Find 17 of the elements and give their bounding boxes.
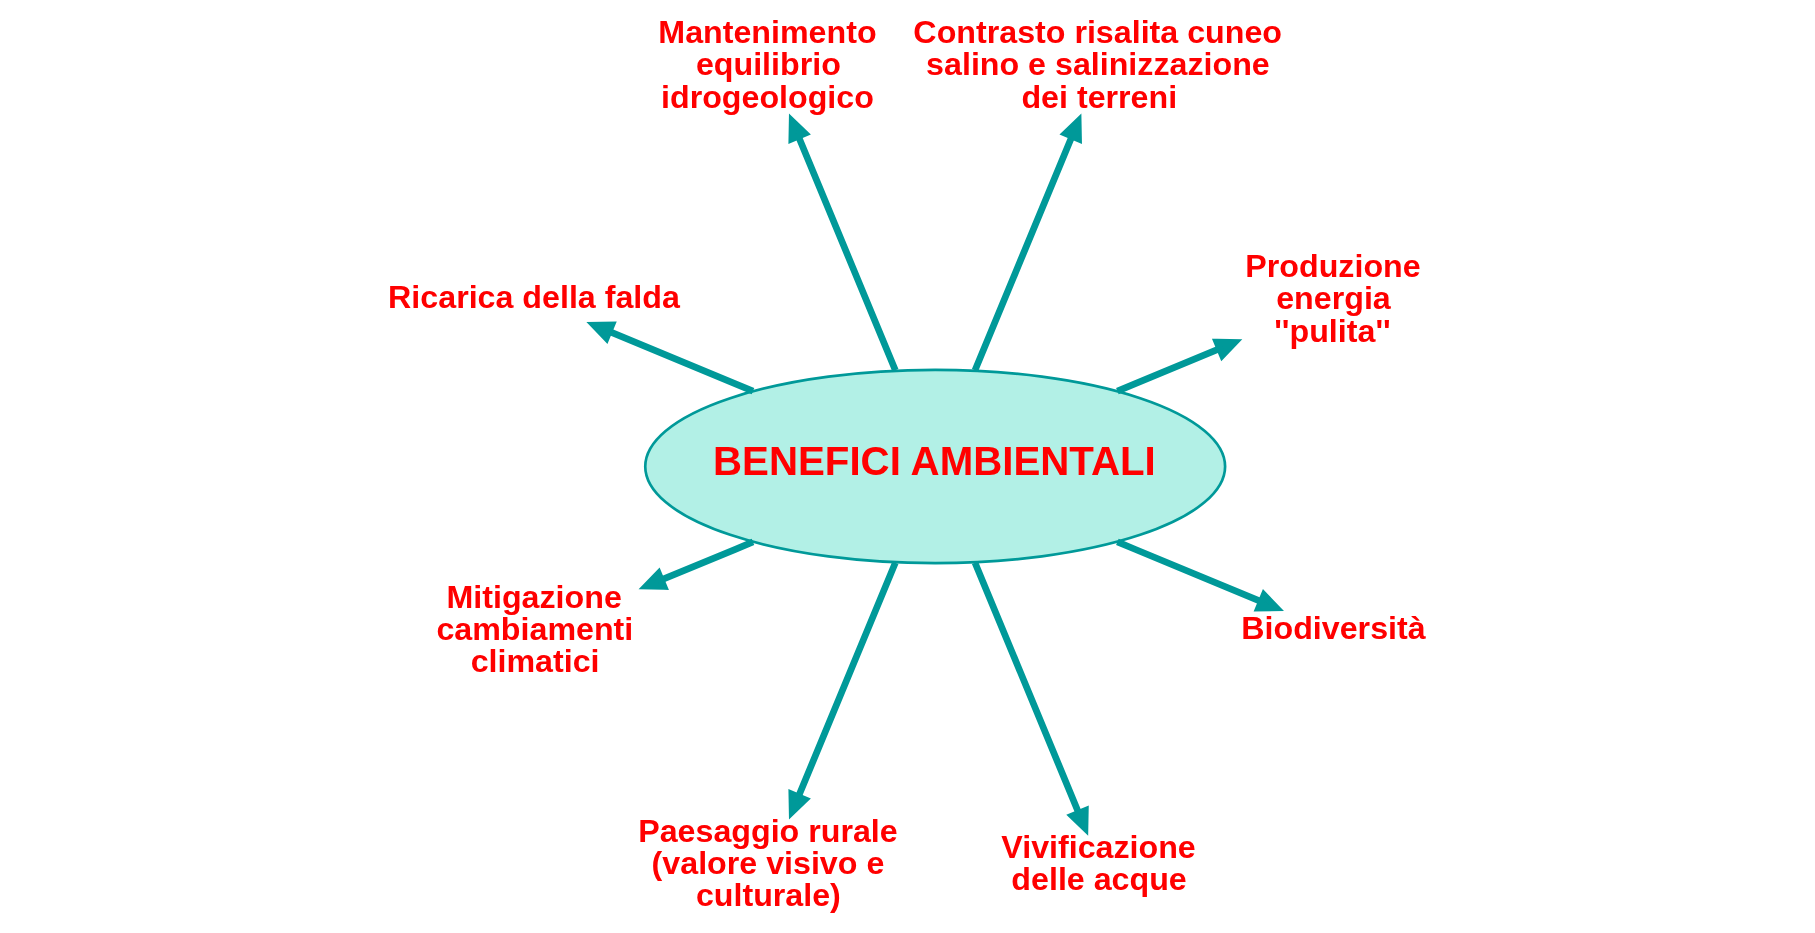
node-ellipse: BENEFICI AMBIENTALI xyxy=(643,368,1226,565)
node-text: Ricarica della falda xyxy=(387,279,680,316)
arrow xyxy=(971,561,1089,836)
arrow xyxy=(638,538,754,590)
node-text: Biodiversità xyxy=(1240,609,1426,646)
arrow xyxy=(1115,338,1242,395)
node-text: Vivificazione delle acque xyxy=(1000,829,1196,898)
arrow xyxy=(1115,538,1284,612)
node-text: Paesaggio rurale (valore visivo e culturale) xyxy=(637,813,898,914)
arrow xyxy=(585,321,754,395)
node-text: Produzione energia ''pulita'' xyxy=(1244,248,1421,349)
node-text: Mantenimento equilibrio idrogeologico xyxy=(657,14,877,115)
arrow xyxy=(787,113,898,372)
node-text: Contrasto risalita cuneo salino e salinizzazione dei terreni xyxy=(912,14,1282,115)
arrow xyxy=(971,113,1082,372)
node-text: Mitigazione cambiamenti climatici xyxy=(435,579,633,680)
arrow xyxy=(787,561,898,820)
